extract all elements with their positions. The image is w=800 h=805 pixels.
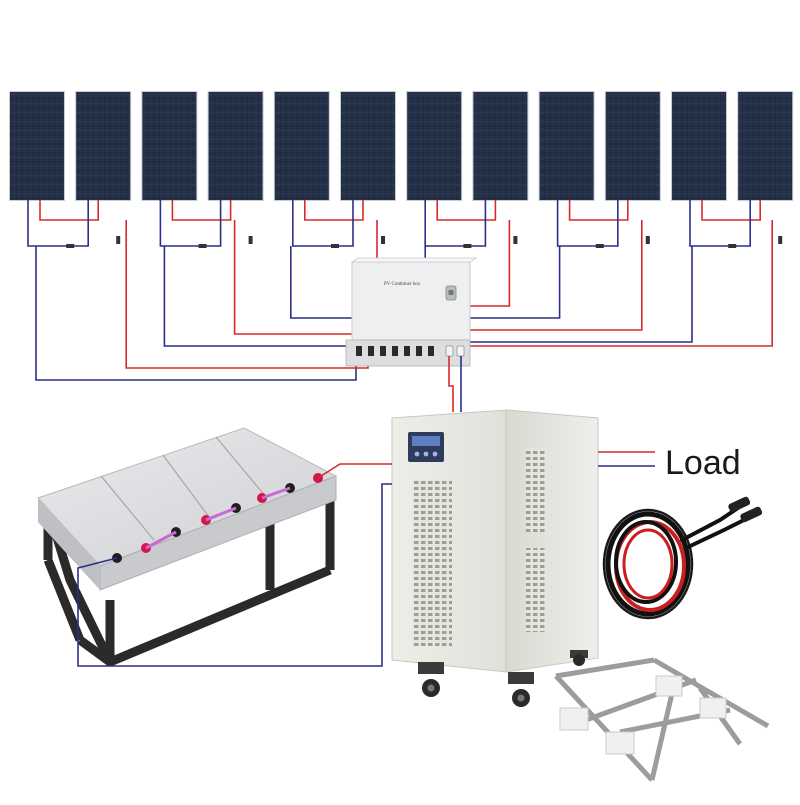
solar-panel — [141, 91, 198, 201]
solar-panel — [406, 91, 463, 201]
series-link-wire — [556, 200, 619, 247]
caster-wheels — [418, 650, 588, 707]
fuse-icon — [66, 244, 75, 248]
side-vent-upper — [526, 448, 546, 532]
series-link-wire — [568, 200, 629, 221]
load-wires — [598, 451, 655, 467]
solar-panel — [273, 91, 330, 201]
series-link-wire — [701, 200, 762, 221]
battery-bank — [37, 427, 338, 667]
solar-panel — [671, 91, 727, 201]
mc4-connectors — [356, 345, 465, 357]
solar-panel — [75, 91, 132, 201]
side-vent-lower — [526, 548, 546, 632]
fuse-icon — [595, 244, 604, 248]
combiner-output-wires — [448, 356, 462, 412]
load-label: Load — [665, 444, 741, 482]
solar-panel — [737, 91, 794, 201]
fuse-icon — [463, 244, 472, 248]
pv-cable-coil — [602, 496, 763, 620]
series-link-wire — [171, 200, 232, 221]
series-link-wire — [159, 200, 222, 247]
mc4-connector-icon — [728, 496, 751, 513]
combiner-box-label: PV Combiner box — [384, 282, 421, 287]
series-link-wire — [303, 200, 364, 221]
homerun-wire — [436, 220, 774, 347]
front-vent-grille — [412, 480, 452, 646]
series-link-wire — [424, 200, 487, 247]
solar-panel — [207, 91, 264, 201]
battery-wires — [77, 463, 392, 667]
solar-panel — [9, 91, 65, 201]
panel-wiring — [27, 200, 783, 381]
homerun-wire — [163, 246, 380, 347]
mc4-connector-icon — [740, 506, 763, 523]
fuse-icon — [513, 236, 518, 244]
series-link-wire — [27, 200, 89, 247]
bracket-feet — [559, 675, 727, 755]
pv-combiner-box: PV Combiner box — [345, 257, 478, 367]
solar-panel — [472, 91, 529, 201]
fuse-icon — [248, 236, 253, 244]
homerun-wire — [35, 246, 357, 381]
fuse-icon — [778, 236, 783, 244]
fuse-icon — [381, 236, 385, 244]
fuse-icon — [728, 244, 737, 248]
fuse-icon — [645, 236, 650, 244]
inverter-cabinet — [391, 409, 599, 707]
solar-panel — [604, 91, 661, 201]
series-link-wire — [39, 200, 99, 221]
solar-panel — [538, 91, 595, 201]
series-link-wire — [689, 200, 752, 247]
solar-panel — [340, 91, 396, 201]
fuse-icon — [198, 244, 207, 248]
series-link-wire — [436, 200, 497, 221]
fuse-icon — [116, 236, 121, 244]
fuse-icon — [331, 244, 339, 248]
series-link-wire — [291, 200, 354, 247]
solar-panel-array — [9, 91, 794, 201]
